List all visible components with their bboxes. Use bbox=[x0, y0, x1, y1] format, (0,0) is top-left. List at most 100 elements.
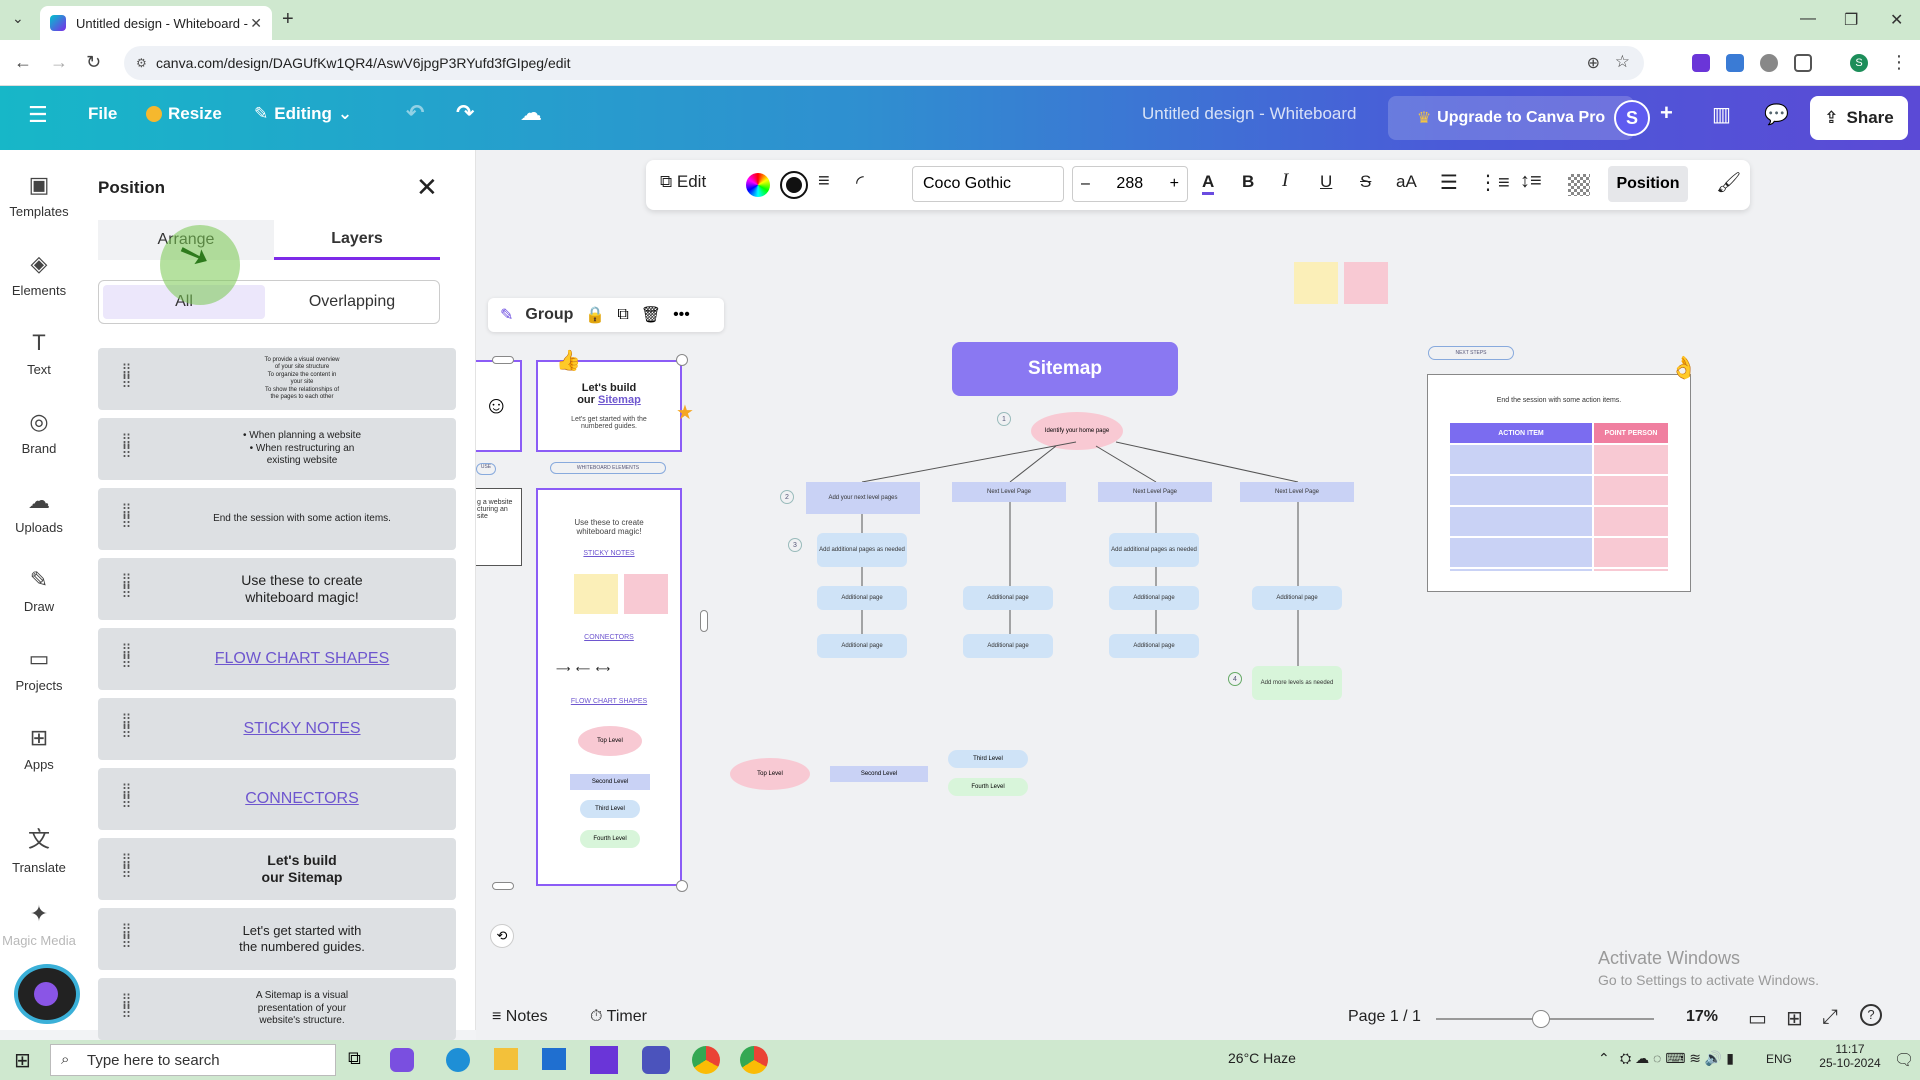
zoom-icon[interactable]: ⊕ bbox=[1586, 55, 1600, 72]
drag-handle-icon[interactable]: ⁞⁞⁞⁞ bbox=[122, 501, 131, 531]
chrome-icon[interactable] bbox=[692, 1046, 720, 1074]
drag-handle-icon[interactable]: ⁞⁞⁞⁞ bbox=[122, 641, 131, 671]
resize-button[interactable]: Resize bbox=[146, 104, 222, 124]
drag-handle-icon[interactable]: ⁞⁞⁞⁞ bbox=[122, 781, 131, 811]
third-level-shape[interactable]: Third Level bbox=[948, 750, 1028, 768]
next-level-node[interactable]: Next Level Page bbox=[1098, 482, 1212, 502]
undo-icon[interactable]: ↶ bbox=[406, 100, 425, 125]
italic-icon[interactable]: I bbox=[1282, 170, 1289, 191]
build-sitemap-card[interactable]: 👍 Let's build our Sitemap Let's get star… bbox=[536, 350, 694, 452]
edge-icon[interactable] bbox=[446, 1048, 470, 1072]
underline-icon[interactable]: U bbox=[1320, 172, 1333, 191]
drag-handle-icon[interactable]: ⁞⁞⁞⁞ bbox=[122, 361, 131, 391]
site-info-icon[interactable]: ⚙ bbox=[136, 56, 147, 70]
connector-arrow-icon[interactable]: ⟶ ⟵ ⟷ bbox=[556, 664, 611, 675]
back-icon[interactable]: ← bbox=[14, 52, 32, 72]
extension-icon[interactable] bbox=[1760, 54, 1778, 72]
close-panel-icon[interactable]: ✕ bbox=[416, 172, 438, 202]
align-center-icon[interactable]: ☰ bbox=[1440, 172, 1458, 194]
bullet-list-icon[interactable]: ⋮≡ bbox=[1478, 172, 1510, 194]
document-title[interactable]: Untitled design - Whiteboard bbox=[1142, 104, 1357, 123]
letter-case-icon[interactable]: aA bbox=[1396, 172, 1417, 191]
additional-page-node[interactable]: Additional page bbox=[1109, 586, 1199, 610]
sidebar-item-projects[interactable]: ▭Projects bbox=[0, 646, 78, 693]
minimize-icon[interactable]: — bbox=[1800, 10, 1816, 27]
corner-rounding-icon[interactable]: ◜ bbox=[856, 172, 864, 194]
extension-icon[interactable] bbox=[1726, 54, 1744, 72]
app-icon[interactable] bbox=[590, 1046, 618, 1074]
main-menu-icon[interactable]: ☰ bbox=[28, 102, 48, 127]
duplicate-icon[interactable]: ⧉ bbox=[617, 306, 629, 323]
action-item-cells[interactable] bbox=[1450, 445, 1592, 571]
file-menu[interactable]: File bbox=[88, 104, 118, 123]
sitemap-title[interactable]: Sitemap bbox=[952, 342, 1178, 396]
design-canvas[interactable]: ☺ USE g a website cturing an site 👍 Let'… bbox=[476, 150, 1920, 1000]
windows-start-icon[interactable]: ⊞ bbox=[14, 1050, 31, 1072]
insights-chart-icon[interactable]: ▥ bbox=[1712, 104, 1731, 126]
extensions-puzzle-icon[interactable] bbox=[1794, 54, 1812, 72]
clock[interactable]: 11:17 25-10-2024 bbox=[1818, 1042, 1882, 1070]
resize-handle[interactable] bbox=[700, 610, 708, 632]
add-additional-node[interactable]: Add additional pages as needed bbox=[1109, 533, 1199, 567]
bookmark-star-icon[interactable]: ☆ bbox=[1614, 52, 1630, 71]
decrease-size-button[interactable]: – bbox=[1081, 175, 1090, 192]
redo-icon[interactable]: ↷ bbox=[456, 100, 475, 125]
layer-row[interactable]: ⁞⁞⁞⁞STICKY NOTES bbox=[98, 698, 456, 760]
editing-mode-button[interactable]: ✎ Editing ⌄ bbox=[254, 104, 352, 124]
resize-handle[interactable] bbox=[676, 354, 688, 366]
sidebar-item-apps[interactable]: ⊞Apps bbox=[0, 725, 78, 772]
text-color-icon[interactable]: A bbox=[1202, 172, 1215, 195]
sitemap-link[interactable]: Sitemap bbox=[598, 394, 641, 406]
system-tray-icons[interactable]: ⛭ ☁ ◌ ⌨ ≋ 🔊 ▮ bbox=[1620, 1050, 1734, 1066]
browser-tab[interactable]: Untitled design - Whiteboard - ✕ bbox=[40, 6, 272, 40]
sidebar-item-brand[interactable]: ◎Brand bbox=[0, 409, 78, 456]
filter-overlapping-button[interactable]: Overlapping bbox=[308, 293, 396, 310]
new-tab-icon[interactable]: + bbox=[282, 8, 294, 30]
strikethrough-icon[interactable]: S bbox=[1360, 172, 1372, 191]
notes-button[interactable]: ≡ Notes bbox=[492, 1008, 548, 1026]
increase-size-button[interactable]: + bbox=[1169, 175, 1179, 192]
additional-page-node[interactable]: Additional page bbox=[963, 634, 1053, 658]
second-level-shape[interactable]: Second Level bbox=[830, 766, 928, 782]
top-level-shape[interactable]: Top Level bbox=[730, 758, 810, 790]
add-next-level-node[interactable]: Add your next level pages bbox=[806, 482, 920, 514]
font-size-stepper[interactable]: – 288 + bbox=[1072, 166, 1188, 202]
sidebar-item-templates[interactable]: ▣Templates bbox=[0, 172, 78, 219]
home-page-node[interactable]: Identify your home page bbox=[1031, 412, 1123, 450]
extension-icon[interactable] bbox=[1692, 54, 1710, 72]
additional-page-node[interactable]: Additional page bbox=[1109, 634, 1199, 658]
sticky-note-pink[interactable] bbox=[624, 574, 668, 614]
sidebar-item-uploads[interactable]: ☁Uploads bbox=[0, 488, 78, 535]
layer-row[interactable]: ⁞⁞⁞⁞FLOW CHART SHAPES bbox=[98, 628, 456, 690]
more-options-icon[interactable]: ••• bbox=[673, 306, 690, 323]
copy-style-icon[interactable]: 🖌 bbox=[1716, 172, 1742, 194]
sidebar-item-magic-media[interactable]: ✦Magic Media bbox=[0, 901, 78, 948]
rotate-handle-icon[interactable]: ⟲ bbox=[490, 924, 514, 948]
tab-layers[interactable]: Layers bbox=[274, 220, 440, 260]
transparency-icon[interactable] bbox=[1568, 174, 1590, 196]
next-level-node[interactable]: Next Level Page bbox=[1240, 482, 1354, 502]
grid-view-icon[interactable]: ⊞ bbox=[1786, 1008, 1803, 1030]
sidebar-item-elements[interactable]: ◈Elements bbox=[0, 251, 78, 298]
drag-handle-icon[interactable]: ⁞⁞⁞⁞ bbox=[122, 921, 131, 951]
url-field[interactable]: ⚙ canva.com/design/DAGUfKw1QR4/AswV6jpgP… bbox=[124, 46, 1644, 80]
comments-icon[interactable]: 💬 bbox=[1764, 104, 1789, 126]
sidebar-item-draw[interactable]: ✎Draw bbox=[0, 567, 78, 614]
taskbar-search[interactable]: ⌕ Type here to search bbox=[50, 1044, 336, 1076]
fourth-level-shape[interactable]: Fourth Level bbox=[948, 778, 1028, 796]
upgrade-button[interactable]: ♛ Upgrade to Canva Pro bbox=[1388, 96, 1634, 140]
page-indicator[interactable]: Page 1 / 1 bbox=[1348, 1008, 1421, 1025]
resize-handle[interactable] bbox=[676, 880, 688, 892]
resize-handle[interactable] bbox=[492, 356, 514, 364]
second-level-shape[interactable]: Second Level bbox=[570, 774, 650, 790]
share-button[interactable]: ⇪ Share bbox=[1810, 96, 1908, 140]
cloud-saved-icon[interactable]: ☁ bbox=[520, 100, 542, 125]
reload-icon[interactable]: ↻ bbox=[86, 52, 102, 72]
position-button[interactable]: Position bbox=[1608, 166, 1688, 202]
spacing-icon[interactable]: ↕≡ bbox=[1520, 170, 1542, 192]
magic-pencil-icon[interactable]: ✎ bbox=[500, 307, 514, 324]
